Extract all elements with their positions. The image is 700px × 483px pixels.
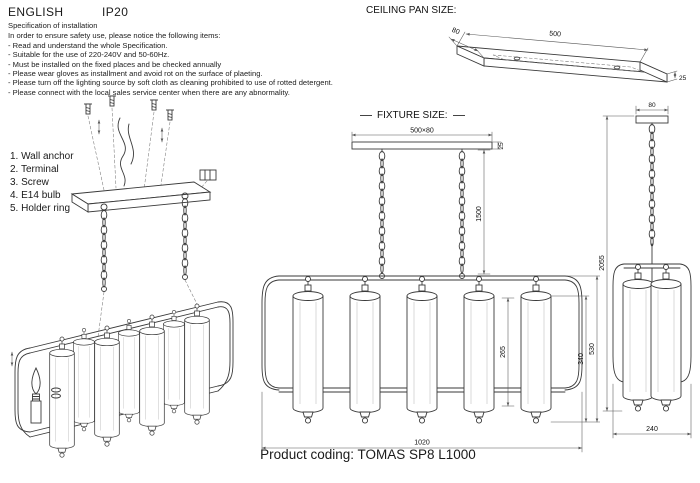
terminal-icon [198, 169, 217, 191]
dim-side-top-width-value: 80 [648, 102, 656, 109]
spec-item: - Please wear gloves as installment and … [8, 69, 263, 79]
dim-body-height: 530 [565, 275, 600, 423]
canopy [635, 115, 669, 124]
ceiling-pan-plate [456, 45, 668, 83]
spec-item: - Suitable for the use of 220-240V and 5… [8, 50, 170, 60]
screw-icon [149, 99, 159, 111]
language-label: ENGLISH [8, 5, 64, 19]
spec-item: - Please connect with the local sales se… [8, 87, 290, 97]
fixture-front-view-drawing: 500×80 25 1500 [261, 128, 600, 453]
dim-total-height-value: 2055 [599, 255, 606, 271]
part-item-wall-anchor: 1. Wall anchor [10, 151, 74, 162]
dim-inner-height: 340 [550, 295, 600, 423]
dim-pan-thickness-value: 25 [679, 75, 687, 82]
part-item-e14-bulb: 4. E14 bulb [10, 190, 61, 201]
shade-cylinder [118, 319, 140, 423]
dim-inner-height-value: 340 [578, 353, 585, 365]
assembly-arrow-icon [10, 119, 164, 367]
fixture-size-title: FIXTURE SIZE: [360, 110, 465, 121]
exploded-assembly-drawing [10, 95, 234, 458]
dim-body-height-value: 530 [589, 343, 596, 355]
chain [648, 122, 656, 265]
shade-cylinder [184, 303, 210, 425]
spec-item: - Read and understand the whole Specific… [8, 40, 168, 50]
dim-pan-length-value: 500 [549, 31, 561, 39]
title-rule-right [452, 115, 465, 116]
dim-total-height: 2055 [599, 115, 635, 412]
dim-canopy-size: 500×80 [351, 128, 493, 142]
shade-cylinder [650, 264, 682, 412]
dim-canopy-size-value: 500×80 [410, 128, 434, 135]
holder-ring-icon [51, 387, 61, 399]
installation-specification: Specification of installation In order t… [8, 21, 338, 97]
shade-cylinder [463, 276, 495, 424]
dim-chain-length-value: 1500 [476, 206, 483, 222]
shade-cylinder [139, 314, 165, 436]
chain-right [458, 148, 466, 279]
dim-side-bottom-width: 240 [612, 383, 692, 439]
part-item-terminal: 2. Terminal [10, 164, 59, 175]
dim-pan-depth-value: 80 [451, 27, 461, 36]
part-item-holder-ring: 5. Holder ring [10, 203, 71, 214]
dim-fixture-width-value: 1020 [414, 440, 430, 447]
ceiling-pan-drawing: 80 500 25 [448, 27, 687, 83]
shade-cylinder [622, 264, 654, 412]
spec-item: - Please turn off the lighting source by… [8, 78, 333, 88]
spec-intro: In order to ensure safety use, please no… [8, 31, 221, 41]
shade-cylinder [49, 336, 75, 458]
bulb-icon [30, 366, 42, 424]
canopy [70, 181, 212, 213]
ceiling-pan-size-label: CEILING PAN SIZE: [366, 5, 457, 16]
wire-icon [117, 117, 134, 187]
dim-pan-length: 500 [456, 31, 649, 63]
dim-canopy-thickness-value: 25 [498, 142, 505, 150]
chain-right [181, 198, 199, 307]
shade-cylinder [406, 276, 438, 424]
spec-item: - Must be installed on the fixed places … [8, 59, 222, 69]
dim-side-bottom-width-value: 240 [646, 426, 658, 433]
chain-left [97, 210, 108, 338]
shade-cylinder [163, 310, 185, 414]
ceiling-pan-size-title: CEILING PAN SIZE: [366, 5, 456, 16]
shade-cylinder [292, 276, 324, 424]
fixture-size-label: FIXTURE SIZE: [377, 110, 448, 121]
product-coding: Product coding: TOMAS SP8 L1000 [260, 447, 476, 462]
dim-pan-thickness: 25 [666, 70, 687, 83]
dim-fixture-width: 1020 [261, 391, 583, 453]
dim-side-top-width: 80 [635, 102, 669, 115]
dim-shade-height-value: 265 [500, 346, 507, 358]
spec-title: Specification of installation [8, 21, 98, 30]
fixture-side-view-drawing: 80 2055 240 [599, 102, 692, 439]
chain-left [378, 148, 386, 279]
wall-anchor-icon [165, 109, 175, 121]
shade-cylinder [73, 328, 95, 432]
parts-list: 1. Wall anchor 2. Terminal 3. Screw 4. E… [10, 150, 74, 215]
title-rule-left [360, 115, 372, 116]
ip-rating-label: IP20 [102, 5, 129, 19]
shade-cylinder [94, 325, 120, 447]
wall-anchor-icon [107, 95, 117, 107]
part-item-screw: 3. Screw [10, 177, 49, 188]
shade-cylinder [349, 276, 381, 424]
screw-icon [83, 103, 93, 115]
canopy [351, 141, 493, 150]
shade-cylinder [520, 276, 552, 424]
dim-chain-length: 1500 [476, 149, 491, 275]
dim-canopy-thickness: 25 [491, 141, 505, 150]
dim-shade-height: 265 [500, 297, 515, 407]
